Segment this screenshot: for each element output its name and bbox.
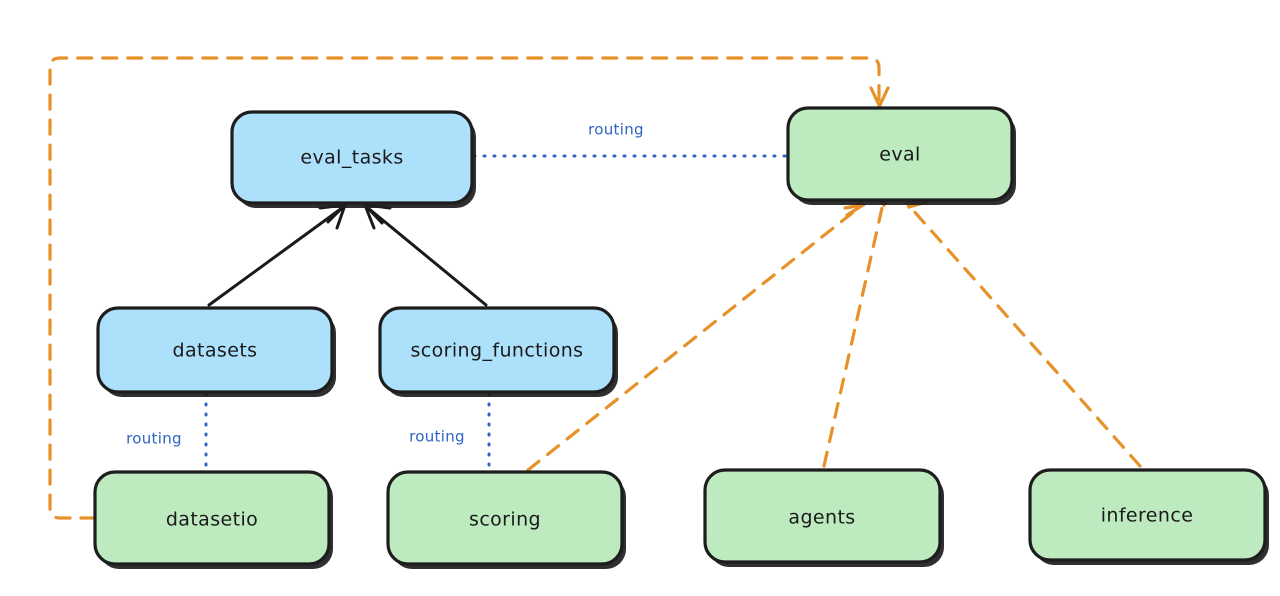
node-datasetio-body	[93, 470, 331, 566]
node-datasets-label: datasets	[173, 340, 258, 362]
edge-scoringfunctions-to-evaltasks	[362, 203, 488, 307]
node-eval-body	[786, 106, 1014, 202]
node-scoring[interactable]: scoring	[386, 470, 626, 569]
edge-label-routing-scoringfunctions-scoring: routing	[409, 428, 465, 446]
edge-datasetio-to-eval	[48, 56, 890, 520]
node-datasets[interactable]: datasets	[96, 306, 336, 397]
node-scoring-body	[386, 470, 624, 566]
node-eval-tasks[interactable]: eval_tasks	[230, 110, 476, 208]
node-eval[interactable]: eval	[786, 106, 1016, 205]
edge-agents-to-eval	[822, 186, 894, 468]
node-agents[interactable]: agents	[703, 468, 944, 567]
node-datasetio[interactable]: datasetio	[93, 470, 333, 569]
node-inference-body	[1028, 468, 1267, 562]
node-scoring-functions-body	[378, 306, 616, 394]
node-layer: eval_tasks eval datasets scoring_functio…	[93, 106, 1269, 569]
edge-label-routing-datasets-datasetio: routing	[126, 430, 182, 448]
node-scoring-functions[interactable]: scoring_functions	[378, 306, 618, 397]
edge-inference-to-eval	[901, 189, 1142, 468]
node-datasets-body	[96, 306, 334, 394]
node-inference-label: inference	[1101, 505, 1194, 527]
node-agents-label: agents	[788, 507, 855, 529]
edge-datasets-to-evaltasks	[207, 203, 348, 307]
edge-label-routing-evaltasks-eval: routing	[588, 121, 644, 139]
node-eval-tasks-label: eval_tasks	[300, 147, 403, 169]
node-eval-label: eval	[879, 144, 920, 166]
edge-label-layer: routing routing routing	[126, 121, 644, 448]
node-datasetio-label: datasetio	[166, 509, 258, 531]
node-scoring-label: scoring	[469, 509, 541, 531]
node-agents-body	[703, 468, 942, 564]
node-inference[interactable]: inference	[1028, 468, 1269, 565]
node-scoring-functions-label: scoring_functions	[411, 340, 584, 362]
node-eval-tasks-body	[230, 110, 474, 205]
